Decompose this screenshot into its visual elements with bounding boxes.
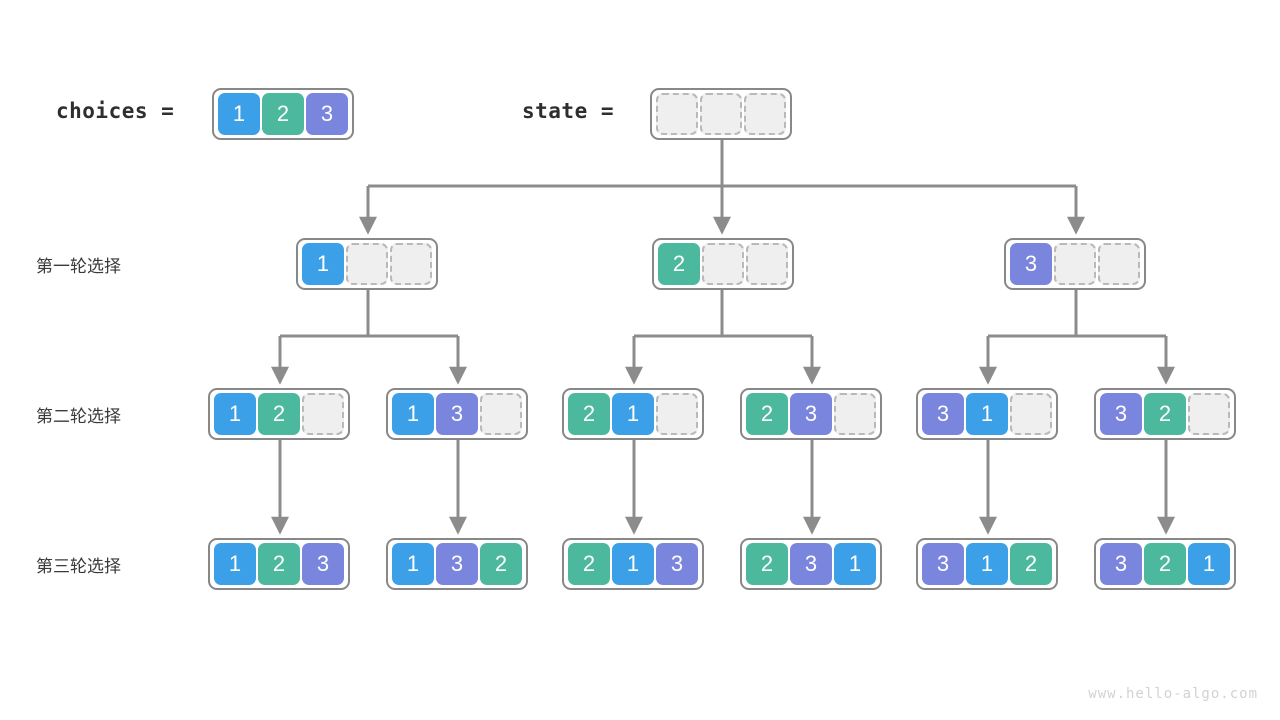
- round3-node-4-cell-0: 3: [922, 543, 964, 585]
- round2-node-1-cell-1: 3: [436, 393, 478, 435]
- round3-node-3-cell-1: 3: [790, 543, 832, 585]
- round1-node-2-cell-1: [1054, 243, 1096, 285]
- round1-node-0-cell-1: [346, 243, 388, 285]
- round2-node-2-cell-1: 1: [612, 393, 654, 435]
- round2-node-5-cell-0: 3: [1100, 393, 1142, 435]
- round1-node-1-cell-0: 2: [658, 243, 700, 285]
- row-label-round-3: 第三轮选择: [36, 557, 121, 576]
- round3-node-5-cell-1: 2: [1144, 543, 1186, 585]
- round2-node-3-cell-0: 2: [746, 393, 788, 435]
- round1-node-2[interactable]: 3: [1004, 238, 1146, 290]
- round3-node-2-cell-2: 3: [656, 543, 698, 585]
- round1-node-1-cell-1: [702, 243, 744, 285]
- round1-node-0-cell-2: [390, 243, 432, 285]
- round1-node-1[interactable]: 2: [652, 238, 794, 290]
- round3-node-4-cell-1: 1: [966, 543, 1008, 585]
- round2-node-1-cell-0: 1: [392, 393, 434, 435]
- round3-node-5-cell-0: 3: [1100, 543, 1142, 585]
- state-label: state =: [522, 99, 615, 123]
- choices-cell-2: 3: [306, 93, 348, 135]
- round2-node-0-cell-1: 2: [258, 393, 300, 435]
- round2-node-4-cell-1: 1: [966, 393, 1008, 435]
- round3-node-3-cell-0: 2: [746, 543, 788, 585]
- round3-node-1-cell-2: 2: [480, 543, 522, 585]
- round2-node-4-cell-0: 3: [922, 393, 964, 435]
- state-array[interactable]: [650, 88, 792, 140]
- round3-node-0-cell-0: 1: [214, 543, 256, 585]
- round2-node-0-cell-2: [302, 393, 344, 435]
- round2-node-2-cell-0: 2: [568, 393, 610, 435]
- round2-node-0-cell-0: 1: [214, 393, 256, 435]
- round3-node-2-cell-0: 2: [568, 543, 610, 585]
- round3-node-2-cell-1: 1: [612, 543, 654, 585]
- round1-node-1-cell-2: [746, 243, 788, 285]
- row-label-round-2: 第二轮选择: [36, 407, 121, 426]
- round1-node-2-cell-2: [1098, 243, 1140, 285]
- round3-node-4-cell-2: 2: [1010, 543, 1052, 585]
- choices-cell-1: 2: [262, 93, 304, 135]
- round2-node-5-cell-1: 2: [1144, 393, 1186, 435]
- state-cell-1: [700, 93, 742, 135]
- round3-node-0-cell-1: 2: [258, 543, 300, 585]
- round1-node-0-cell-0: 1: [302, 243, 344, 285]
- round2-node-4-cell-2: [1010, 393, 1052, 435]
- choices-label: choices =: [56, 99, 175, 123]
- round2-node-3-cell-2: [834, 393, 876, 435]
- round2-node-2-cell-2: [656, 393, 698, 435]
- round3-node-1-cell-1: 3: [436, 543, 478, 585]
- round2-node-1-cell-2: [480, 393, 522, 435]
- round1-node-2-cell-0: 3: [1010, 243, 1052, 285]
- row-label-round-1: 第一轮选择: [36, 257, 121, 276]
- state-cell-0: [656, 93, 698, 135]
- choices-cell-0: 1: [218, 93, 260, 135]
- round3-node-1-cell-0: 1: [392, 543, 434, 585]
- round3-node-5-cell-2: 1: [1188, 543, 1230, 585]
- round3-node-3-cell-2: 1: [834, 543, 876, 585]
- round1-node-0[interactable]: 1: [296, 238, 438, 290]
- round2-node-3-cell-1: 3: [790, 393, 832, 435]
- watermark: www.hello-algo.com: [1088, 686, 1258, 702]
- round3-node-0-cell-2: 3: [302, 543, 344, 585]
- state-cell-2: [744, 93, 786, 135]
- round2-node-5-cell-2: [1188, 393, 1230, 435]
